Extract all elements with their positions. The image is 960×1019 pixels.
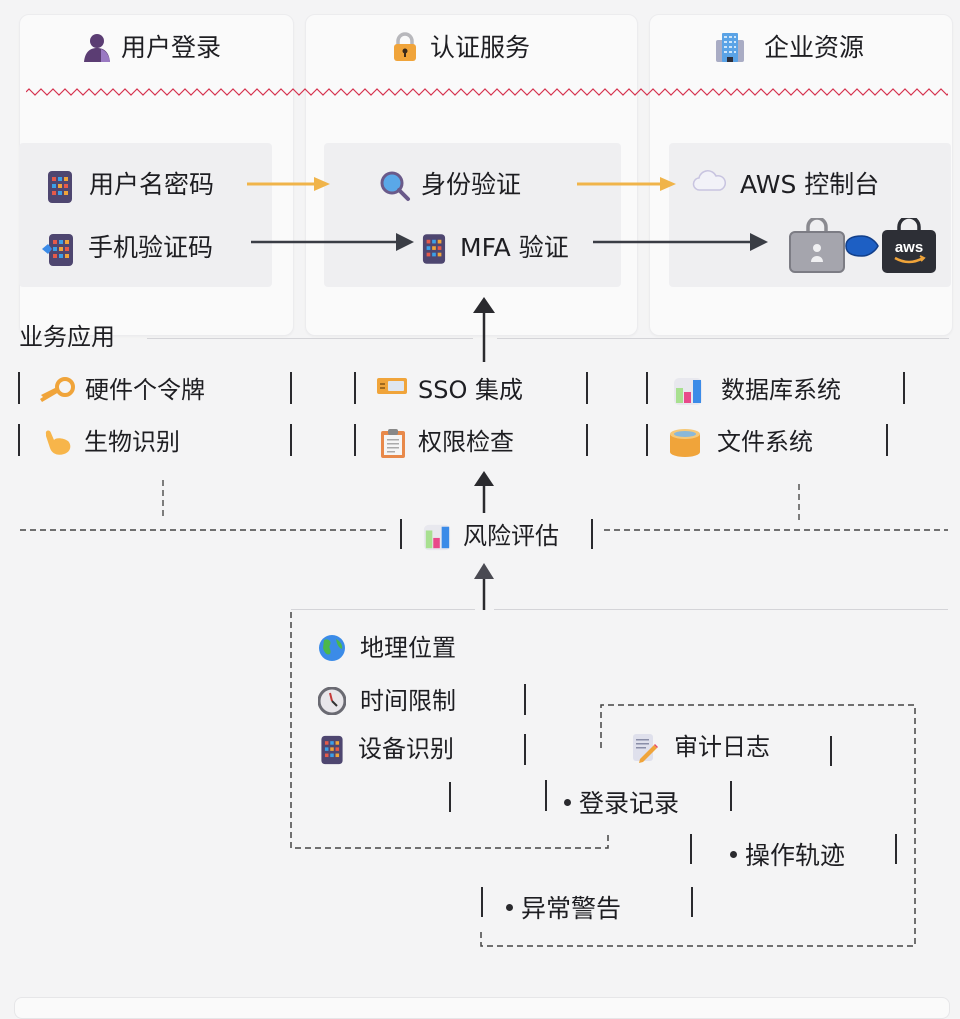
factors-dashed-frame xyxy=(290,612,916,947)
separator-bar xyxy=(18,372,20,404)
arrow-sso-to-mfa xyxy=(473,297,495,362)
factors-divider-left xyxy=(291,609,475,610)
memo-pencil-icon xyxy=(632,733,658,763)
wavy-separator xyxy=(26,88,948,96)
bullet-dot xyxy=(506,903,513,911)
bullet-dot xyxy=(730,850,737,858)
phone-keypad-icon xyxy=(40,233,74,266)
arrow-sms-to-mfa xyxy=(251,233,414,251)
separator-bar xyxy=(586,372,588,404)
aws-logo-icon: aws xyxy=(881,218,937,274)
bar-chart-icon xyxy=(423,522,451,551)
keypad-icon xyxy=(422,233,446,264)
svg-text:aws: aws xyxy=(895,239,923,256)
business-item-sso[interactable]: SSO 集成 xyxy=(376,376,523,404)
arrow-risk-to-permission xyxy=(474,471,494,513)
factors-divider-right xyxy=(494,609,948,610)
pointing-hand-icon xyxy=(42,428,74,456)
separator-bar xyxy=(290,372,292,404)
separator-bar xyxy=(524,734,526,765)
factor-device-recognition[interactable]: 设备识别 xyxy=(320,735,454,765)
id-card-icon xyxy=(376,376,408,404)
arrow-factors-to-risk xyxy=(474,563,494,610)
separator-bar xyxy=(449,782,451,812)
clipboard-icon xyxy=(380,428,408,458)
arrow-mfa-to-resources xyxy=(593,233,768,251)
audit-item-anomaly-alert[interactable]: 异常警告 xyxy=(506,889,621,925)
business-item-file-system[interactable]: 文件系统 xyxy=(669,428,813,457)
audit-log-title[interactable]: 审计日志 xyxy=(632,733,770,763)
separator-bar xyxy=(354,424,356,456)
bottom-panel xyxy=(14,997,950,1019)
blue-tag-icon xyxy=(844,234,880,258)
business-item-hardware-token[interactable]: 硬件个令牌 xyxy=(39,376,205,404)
audit-item-operation-trail[interactable]: 操作轨迹 xyxy=(730,836,845,872)
globe-icon xyxy=(318,634,346,662)
magnifier-icon xyxy=(379,170,410,201)
key-icon xyxy=(39,376,75,404)
column-title-enterprise-resources: 企业资源 xyxy=(716,28,864,64)
separator-bar xyxy=(354,372,356,404)
separator-bar xyxy=(646,424,648,456)
resource-icon-group: aws xyxy=(788,218,938,274)
separator-bar xyxy=(481,887,483,917)
business-item-database[interactable]: 数据库系统 xyxy=(673,376,841,405)
login-method-sms-code[interactable]: 手机验证码 xyxy=(40,233,213,266)
office-building-icon xyxy=(716,32,744,62)
business-divider-left xyxy=(147,338,473,339)
separator-bar xyxy=(903,372,905,404)
separator-bar xyxy=(895,834,897,864)
separator-bar xyxy=(545,780,547,811)
bullet-dot xyxy=(564,798,571,806)
padlock-icon xyxy=(392,32,420,61)
separator-bar xyxy=(524,684,526,715)
separator-bar xyxy=(290,424,292,456)
keypad-icon xyxy=(320,735,344,765)
separator-bar xyxy=(830,736,832,766)
cloud-icon xyxy=(692,170,726,198)
separator-bar xyxy=(646,372,648,404)
clock-icon xyxy=(318,687,346,715)
briefcase-lock-icon xyxy=(788,218,846,274)
auth-steps-panel xyxy=(324,143,621,287)
separator-bar xyxy=(691,887,693,917)
business-item-biometric[interactable]: 生物识别 xyxy=(42,428,180,456)
business-item-permission-check[interactable]: 权限检查 xyxy=(380,428,514,458)
separator-bar xyxy=(730,781,732,811)
separator-bar xyxy=(400,519,402,549)
storage-drum-icon xyxy=(669,428,701,457)
audit-item-login-records[interactable]: 登录记录 xyxy=(564,784,679,820)
login-method-username-password[interactable]: 用户名密码 xyxy=(47,170,214,203)
bar-chart-icon xyxy=(673,376,703,405)
separator-bar xyxy=(591,519,593,549)
separator-bar xyxy=(690,834,692,864)
factor-time-restriction[interactable]: 时间限制 xyxy=(318,687,456,715)
arrow-identity-to-aws xyxy=(577,177,676,191)
business-divider-right xyxy=(497,338,949,339)
keypad-icon xyxy=(47,170,75,203)
column-title-auth-service: 认证服务 xyxy=(392,28,530,64)
factor-geolocation[interactable]: 地理位置 xyxy=(318,634,456,662)
user-silhouette-icon xyxy=(83,32,111,62)
arrow-password-to-identity xyxy=(247,177,330,191)
column-title-user-login: 用户登录 xyxy=(83,28,221,64)
separator-bar xyxy=(586,424,588,456)
section-title-business-apps: 业务应用 xyxy=(19,323,115,351)
connector-arrows xyxy=(20,177,948,610)
auth-step-mfa[interactable]: MFA 验证 xyxy=(422,233,569,264)
auth-step-identity[interactable]: 身份验证 xyxy=(379,170,521,201)
separator-bar xyxy=(18,424,20,456)
resource-aws-console[interactable]: AWS 控制台 xyxy=(692,170,879,198)
separator-bar xyxy=(886,424,888,456)
risk-assessment-node[interactable]: 风险评估 xyxy=(423,522,559,551)
